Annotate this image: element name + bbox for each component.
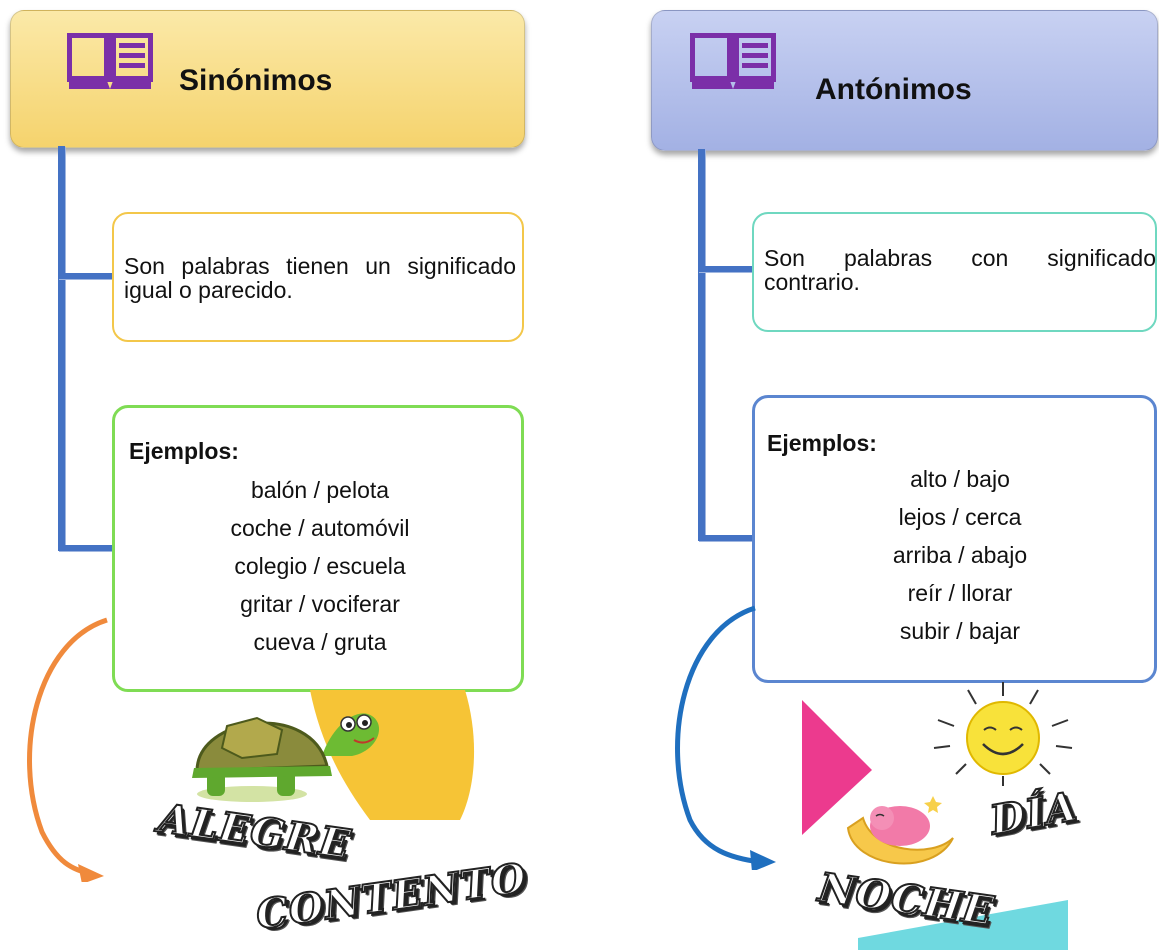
antonimos-definition: Son palabras con significado contrario. (764, 245, 1156, 295)
book-icon (690, 33, 776, 89)
pink-triangle (802, 700, 872, 835)
antonimos-pairs: alto / bajo lejos / cerca arriba / abajo… (845, 460, 1075, 650)
list-item: coche / automóvil (230, 515, 410, 541)
examples-heading: Ejemplos: (767, 430, 877, 456)
list-item: reír / llorar (907, 580, 1013, 606)
tree-connector (58, 545, 114, 551)
list-item: subir / bajar (899, 618, 1021, 644)
sinonimos-pairs: balón / pelota coche / automóvil colegio… (205, 471, 435, 661)
moon-icon (846, 796, 954, 865)
antonimos-title: Antónimos (815, 73, 972, 106)
list-item: lejos / cerca (898, 504, 1022, 530)
turtle-icon (192, 713, 380, 802)
sinonimos-header: Sinónimos (10, 10, 525, 148)
list-item: arriba / abajo (892, 542, 1028, 568)
word-contento: CONTENTO (252, 853, 531, 939)
antonimos-examples-box: Ejemplos: alto / bajo lejos / cerca arri… (752, 395, 1157, 683)
orange-curved-arrow (27, 617, 108, 882)
sinonimos-title: Sinónimos (179, 64, 333, 97)
antonimos-header: Antónimos (651, 10, 1158, 151)
sinonimos-definition: Son palabras tienen un significado igual… (124, 253, 516, 303)
tree-connector (698, 266, 756, 272)
list-item: colegio / escuela (234, 553, 406, 579)
book-icon (67, 33, 153, 89)
sinonimos-examples-box: Ejemplos: balón / pelota coche / automóv… (112, 405, 524, 692)
list-item: balón / pelota (250, 477, 390, 503)
antonimos-definition-box: Son palabras con significado contrario. (752, 212, 1157, 332)
list-item: cueva / gruta (253, 629, 387, 655)
word-dia: DÍA (986, 782, 1082, 845)
sinonimos-definition-box: Son palabras tienen un significado igual… (112, 212, 524, 342)
list-item: alto / bajo (910, 466, 1010, 492)
sun-icon (933, 682, 1073, 786)
list-item: gritar / vociferar (240, 591, 400, 617)
tree-connector (698, 535, 756, 541)
tree-connector (58, 146, 65, 551)
tree-connector (698, 149, 705, 541)
tree-connector (58, 273, 114, 279)
examples-heading: Ejemplos: (129, 438, 239, 464)
blue-curved-arrow (675, 605, 776, 870)
